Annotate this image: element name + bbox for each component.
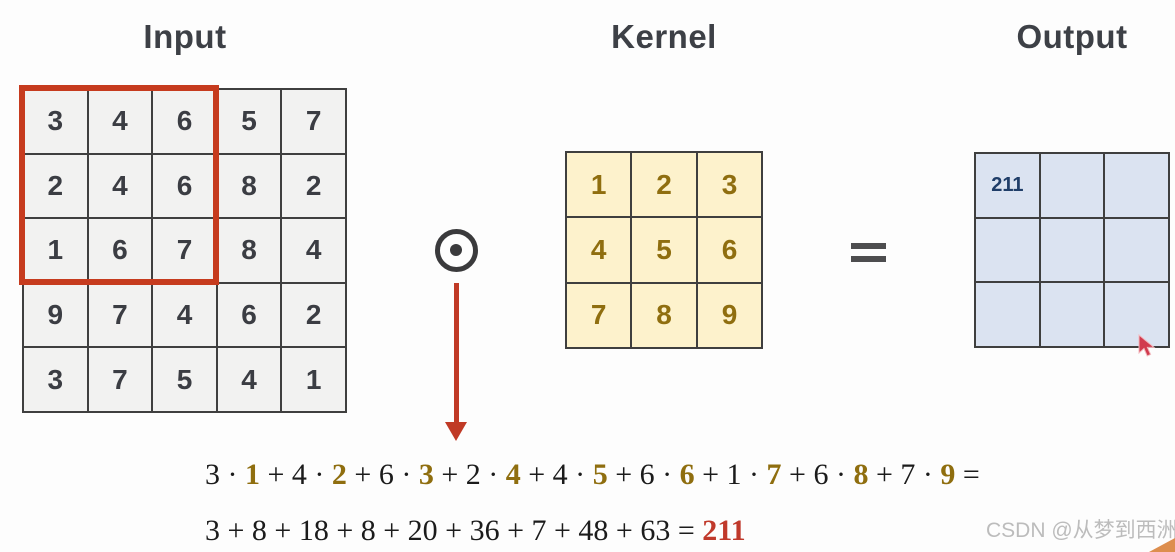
equation-input-value: + 6 · <box>607 458 680 491</box>
input-title: Input <box>143 18 227 55</box>
output-cell <box>1104 282 1170 348</box>
equation-line-sum: 3 + 8 + 18 + 8 + 20 + 36 + 7 + 48 + 63 =… <box>205 514 746 548</box>
kernel-cell: 1 <box>566 152 632 218</box>
input-cell: 2 <box>23 153 88 219</box>
input-cell: 6 <box>87 218 153 283</box>
kernel-cell: 3 <box>696 152 763 218</box>
input-cell: 6 <box>152 89 217 154</box>
input-cell: 5 <box>152 347 217 412</box>
output-cell <box>1039 217 1105 283</box>
output-cell <box>1039 153 1105 218</box>
input-cell: 9 <box>23 282 88 348</box>
equation-input-value: + 4 · <box>260 458 332 491</box>
arrow-down-icon <box>454 283 459 422</box>
equals-sign <box>851 256 886 262</box>
input-cell: 2 <box>281 153 346 219</box>
equation-input-value: + 7 · <box>868 458 941 491</box>
input-cell: 6 <box>152 153 217 219</box>
elementwise-product-operator-dot <box>450 244 462 256</box>
kernel-cell: 2 <box>631 152 697 218</box>
output-cell <box>1104 217 1170 283</box>
output-cell: 211 <box>975 153 1040 218</box>
equation-input-value: + 6 · <box>346 458 419 491</box>
output-matrix: 211 <box>974 152 1171 349</box>
output-cell <box>1104 153 1170 218</box>
equation-kernel-value: 4 <box>505 458 521 491</box>
equation-input-value: 3 · <box>205 458 245 491</box>
equation-input-value: + 1 · <box>694 458 767 491</box>
output-cell <box>975 282 1040 348</box>
arrow-down-head <box>445 422 467 441</box>
equation-kernel-value: 1 <box>245 458 260 491</box>
input-cell: 2 <box>281 282 346 348</box>
input-cell: 4 <box>216 347 282 412</box>
input-cell: 7 <box>87 347 153 412</box>
equation-kernel-value: 2 <box>331 458 347 491</box>
elementwise-product-operator-icon <box>435 229 478 272</box>
equation-kernel-value: 9 <box>940 458 956 491</box>
input-cell: 7 <box>87 282 153 348</box>
kernel-cell: 4 <box>566 217 632 283</box>
input-cell: 8 <box>216 153 282 219</box>
input-cell: 4 <box>152 282 217 348</box>
input-cell: 3 <box>23 347 88 412</box>
input-cell: 5 <box>216 89 282 154</box>
kernel-cell: 7 <box>566 282 632 349</box>
equals-sign <box>851 243 886 249</box>
input-cell: 6 <box>216 282 282 348</box>
input-cell: 8 <box>216 218 282 283</box>
equation-input-value: + 4 · <box>520 458 593 491</box>
kernel-cell: 6 <box>696 217 763 283</box>
input-cell: 4 <box>87 153 153 219</box>
input-cell: 1 <box>23 218 88 283</box>
output-cell <box>975 217 1040 283</box>
input-cell: 7 <box>152 218 217 283</box>
equation-kernel-value: 5 <box>592 458 608 491</box>
equation-equals: = <box>955 458 980 491</box>
equation-kernel-value: 8 <box>853 458 869 491</box>
input-cell: 4 <box>281 218 346 283</box>
watermark: CSDN @从梦到西洲 <box>986 519 1175 542</box>
mouse-cursor <box>1138 334 1156 357</box>
kernel-cell: 5 <box>631 217 697 283</box>
output-title: Output <box>1016 18 1128 55</box>
input-cell: 3 <box>23 89 88 154</box>
corner-decoration <box>1149 538 1175 552</box>
input-cell: 7 <box>281 89 346 154</box>
equation-input-value: + 2 · <box>433 458 506 491</box>
equation-kernel-value: 3 <box>418 458 434 491</box>
kernel-cell: 8 <box>631 282 697 349</box>
equation-input-value: + 6 · <box>781 458 854 491</box>
kernel-title: Kernel <box>611 18 717 55</box>
equation-kernel-value: 6 <box>679 458 695 491</box>
input-cell: 1 <box>281 347 346 412</box>
output-cell <box>1039 282 1105 348</box>
equation-products-sum: 3 + 8 + 18 + 8 + 20 + 36 + 7 + 48 + 63 = <box>205 514 703 547</box>
input-cell: 4 <box>87 89 153 154</box>
equation-kernel-value: 7 <box>766 458 782 491</box>
equation-line-products: 3 · 1 + 4 · 2 + 6 · 3 + 2 · 4 + 4 · 5 + … <box>205 458 980 492</box>
equation-result: 211 <box>702 514 746 547</box>
kernel-cell: 9 <box>696 282 763 349</box>
